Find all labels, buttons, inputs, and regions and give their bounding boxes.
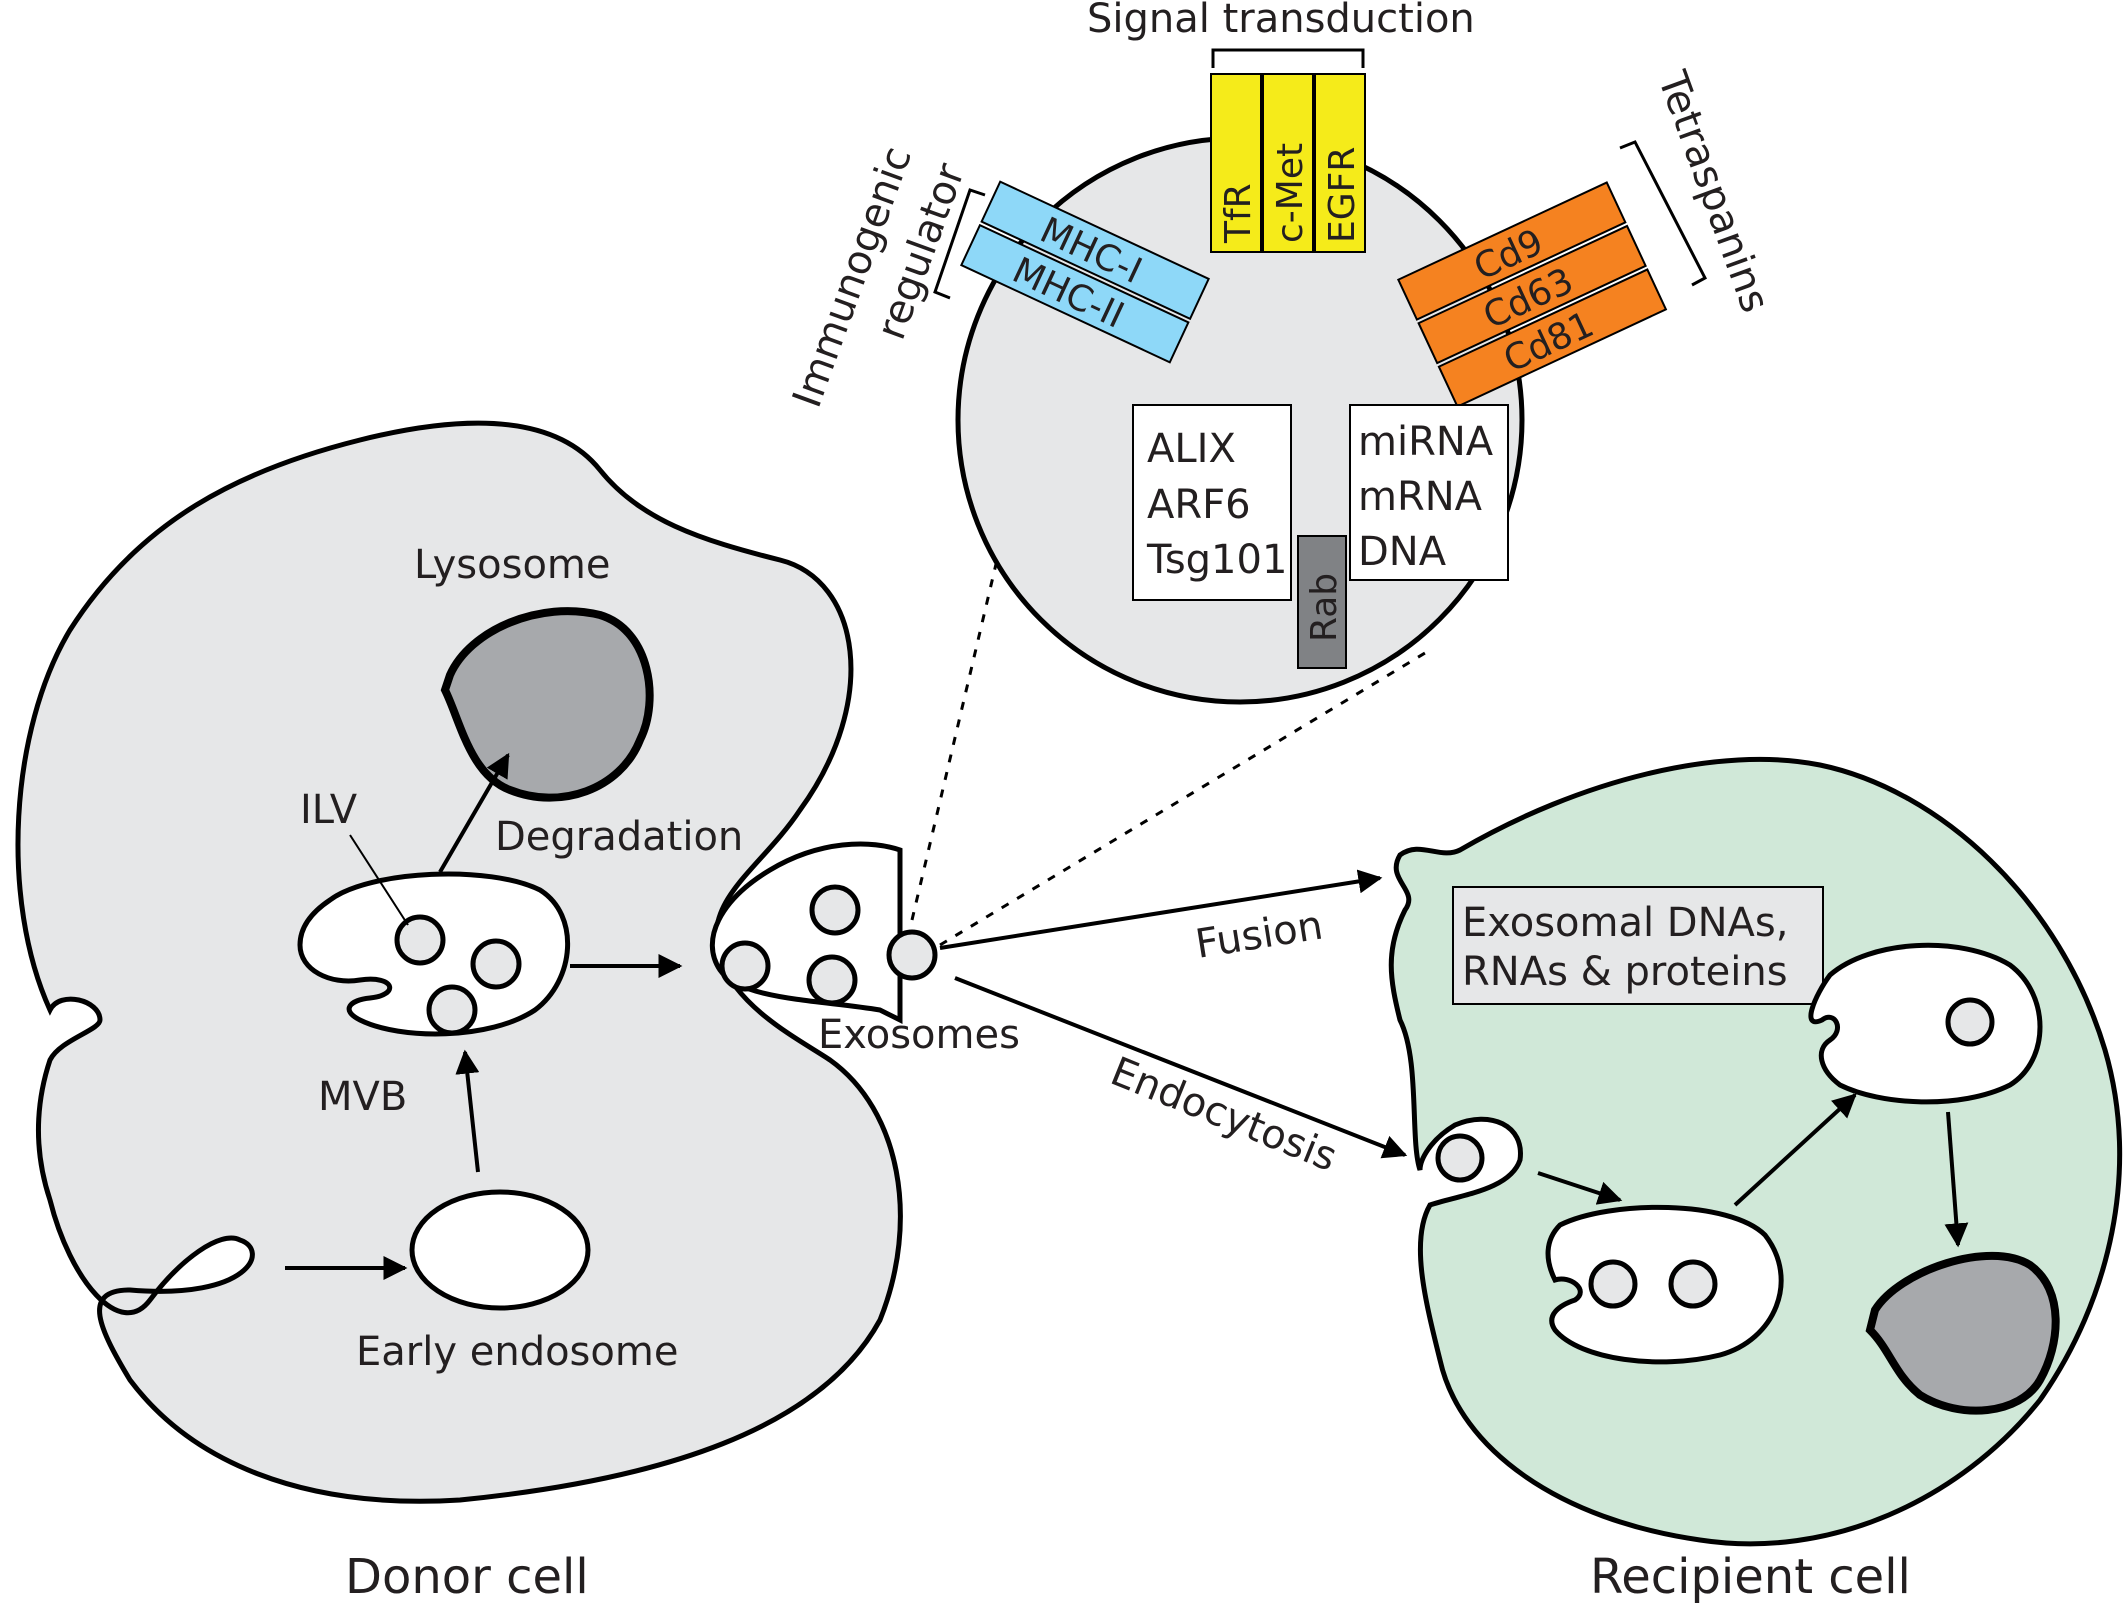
mrna-label: mRNA bbox=[1358, 474, 1483, 520]
exosome-2 bbox=[809, 884, 861, 936]
ilv-pointer bbox=[349, 834, 409, 926]
recipient-mvb bbox=[1808, 942, 2043, 1105]
tetraspanins-label: Tetraspanins bbox=[1648, 65, 1778, 319]
protein-box bbox=[1132, 404, 1292, 601]
tsg101-label: Tsg101 bbox=[1146, 537, 1287, 583]
exosomal-cargo-box bbox=[1452, 886, 1824, 1005]
ilv-label: ILV bbox=[300, 787, 358, 833]
mirna-label: miRNA bbox=[1358, 419, 1494, 465]
arrow-mvb-to-lysosome bbox=[1944, 1111, 1969, 1248]
exosome-3 bbox=[806, 954, 858, 1006]
cmet-label: c-Met bbox=[1270, 143, 1311, 243]
tfr-marker bbox=[1210, 73, 1262, 253]
ilv-1 bbox=[394, 914, 446, 966]
cmet-marker bbox=[1262, 73, 1314, 253]
ilv-3 bbox=[426, 984, 478, 1036]
recipient-endosome-exosome-2 bbox=[1668, 1259, 1718, 1309]
immunogenic-bracket bbox=[933, 188, 986, 300]
arrow-endosome-to-mvb bbox=[455, 1049, 480, 1173]
lysosome-label: Lysosome bbox=[414, 542, 610, 588]
alix-label: ALIX bbox=[1147, 426, 1236, 472]
tetraspanin-bracket bbox=[1619, 140, 1708, 287]
zoom-line-left bbox=[910, 419, 1032, 921]
early-endosome bbox=[409, 1189, 591, 1311]
exosome-released bbox=[886, 929, 938, 981]
ilv-2 bbox=[470, 938, 522, 990]
exosomes-label: Exosomes bbox=[818, 1012, 1020, 1058]
arf6-label: ARF6 bbox=[1147, 482, 1251, 528]
nucleic-box bbox=[1349, 404, 1509, 581]
donor-cell-caption: Donor cell bbox=[345, 1549, 589, 1604]
lysosome bbox=[440, 607, 654, 802]
arrow-pocket-to-endosome bbox=[1537, 1171, 1623, 1205]
mvb-label: MVB bbox=[318, 1074, 407, 1120]
egfr-label: EGFR bbox=[1322, 147, 1363, 243]
recipient-endosome bbox=[1545, 1204, 1784, 1365]
fusion-label: Fusion bbox=[1192, 902, 1326, 967]
recipient-mvb-exosome bbox=[1945, 997, 1995, 1047]
signal-bracket bbox=[1211, 48, 1365, 68]
arrow-endocytosis bbox=[954, 976, 1408, 1159]
arrow-endosome-to-mvb bbox=[1733, 1093, 1857, 1207]
rab-label: Rab bbox=[1304, 573, 1345, 642]
rab-marker bbox=[1297, 535, 1347, 669]
arrow-fusion bbox=[939, 869, 1383, 950]
signal-markers: TfR c-Met EGFR bbox=[1210, 73, 1366, 253]
zoom-line-right bbox=[939, 648, 1431, 947]
mhc-ii-marker bbox=[960, 223, 1190, 364]
cd81-marker bbox=[1437, 268, 1668, 408]
egfr-marker bbox=[1314, 73, 1366, 253]
recipient-cell-membrane bbox=[1388, 756, 2123, 1547]
mhc-i-marker bbox=[980, 180, 1210, 321]
signal-transduction-label: Signal transduction bbox=[1087, 0, 1475, 42]
exosomal-cargo-line2: RNAs & proteins bbox=[1462, 949, 1788, 995]
exosome-1 bbox=[719, 940, 771, 992]
recipient-endocytosed-exosome bbox=[1435, 1133, 1485, 1183]
recipient-cell-caption: Recipient cell bbox=[1590, 1549, 1911, 1604]
early-endosome-label: Early endosome bbox=[356, 1329, 678, 1375]
dna-label: DNA bbox=[1358, 529, 1447, 575]
tetraspanin-markers: Cd9 Cd63 Cd81 bbox=[1396, 181, 1668, 408]
recipient-endosome-exosome-1 bbox=[1588, 1259, 1638, 1309]
cd63-marker bbox=[1417, 224, 1647, 365]
degradation-label: Degradation bbox=[495, 814, 743, 860]
exosomal-cargo-line1: Exosomal DNAs, bbox=[1462, 900, 1788, 946]
cd9-marker bbox=[1396, 181, 1627, 321]
arrow-mvb-to-lysosome bbox=[438, 752, 510, 874]
tfr-label: TfR bbox=[1218, 183, 1259, 244]
recipient-lysosome bbox=[1865, 1251, 2060, 1415]
